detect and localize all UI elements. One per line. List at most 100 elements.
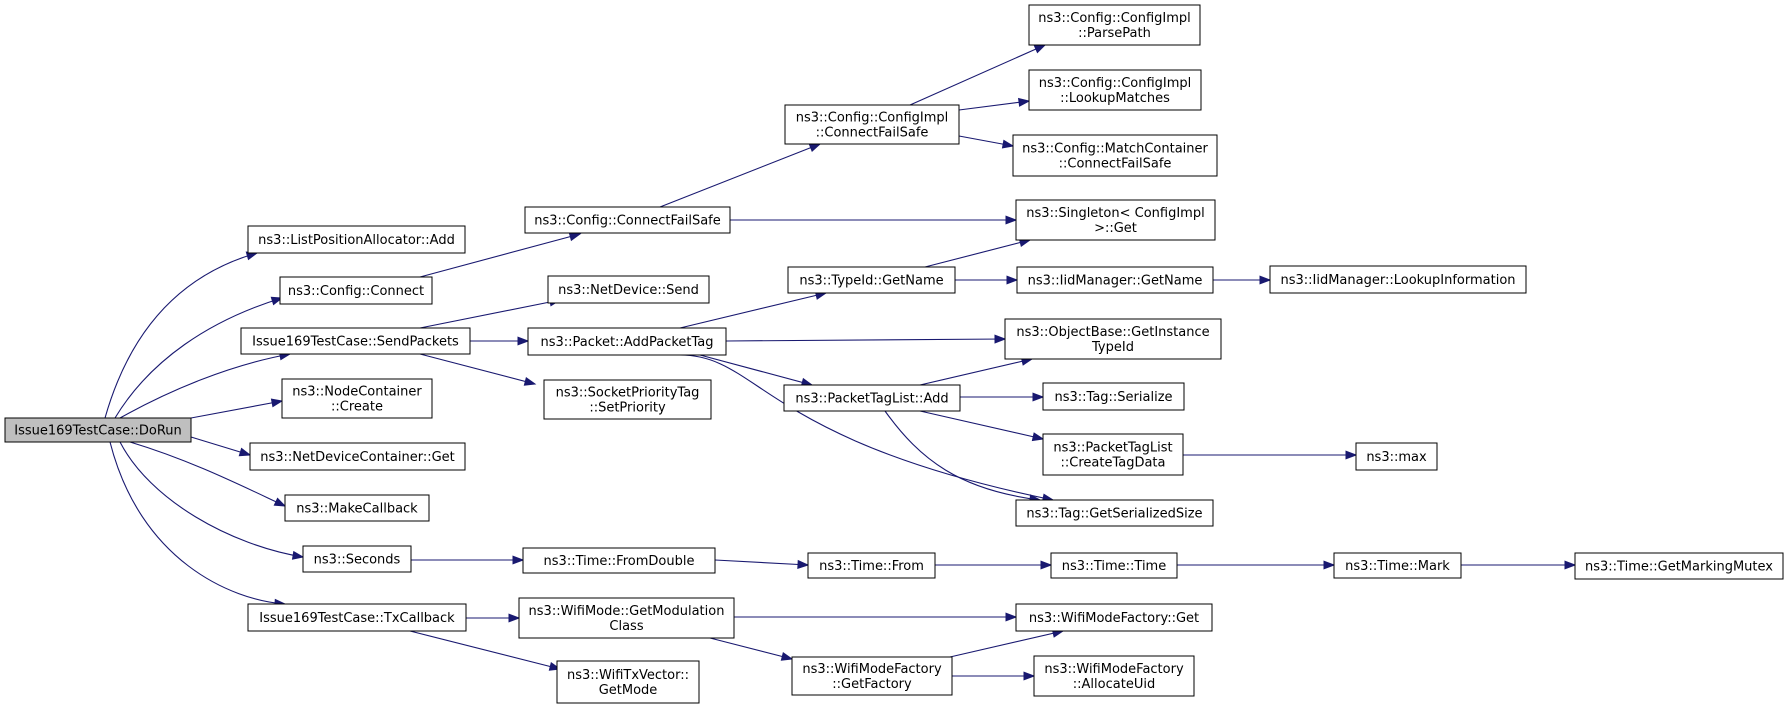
edge-n8-n14	[466, 613, 521, 623]
node-label: ns3::IidManager::LookupInformation	[1280, 273, 1515, 288]
node-box	[1015, 199, 1216, 241]
edge-n11-n18	[699, 354, 814, 387]
node-box	[1355, 442, 1438, 471]
node-n17[interactable]: ns3::TypeId::GetName	[787, 266, 956, 294]
edge-n0-n5	[190, 436, 252, 457]
node-n2[interactable]: ns3::Config::Connect	[279, 276, 433, 305]
node-label: ns3::Time::FromDouble	[544, 554, 695, 569]
node-label: ns3::Time::Mark	[1345, 559, 1450, 574]
node-n5[interactable]: ns3::NetDeviceContainer::Get	[249, 442, 466, 471]
node-n12[interactable]: ns3::SocketPriorityTag::SetPriority	[543, 379, 712, 420]
node-box	[1574, 552, 1784, 580]
node-n13[interactable]: ns3::Time::FromDouble	[522, 547, 716, 574]
node-n7[interactable]: ns3::Seconds	[302, 545, 412, 573]
node-n25[interactable]: ns3::IidManager::GetName	[1016, 266, 1214, 294]
node-label: ns3::Config::MatchContainer	[1022, 142, 1208, 157]
node-n4[interactable]: ns3::NodeContainer::Create	[281, 378, 433, 419]
node-label: Issue169TestCase::DoRun	[14, 424, 182, 439]
node-n24[interactable]: ns3::Singleton< ConfigImpl >::Get	[1015, 199, 1216, 241]
node-n28[interactable]: ns3::PacketTagList::CreateTagData	[1042, 433, 1184, 476]
node-box	[302, 545, 412, 573]
edge-n0-n4	[190, 398, 284, 419]
edge-n18-n26	[919, 356, 1034, 386]
node-box	[784, 104, 960, 145]
node-label: ::ParsePath	[1078, 26, 1151, 41]
node-box	[807, 552, 936, 579]
node-n36[interactable]: ns3::Time::GetMarkingMutex	[1574, 552, 1784, 580]
node-n18[interactable]: ns3::PacketTagList::Add	[783, 384, 961, 412]
node-n21[interactable]: ns3::Config::ConfigImpl::ParsePath	[1028, 4, 1201, 46]
node-label: ns3::NodeContainer	[292, 385, 422, 400]
node-n15[interactable]: ns3::WifiTxVector::GetMode	[556, 660, 700, 704]
node-label: ::ConnectFailSafe	[816, 126, 929, 141]
edge-n0-n3	[119, 351, 292, 419]
node-box	[1012, 134, 1218, 177]
node-label: Issue169TestCase::TxCallback	[259, 611, 455, 626]
node-label: ns3::Config::ConfigImpl	[1038, 11, 1191, 26]
edge-n14-n31	[734, 612, 1018, 622]
edge-n9-n24	[730, 215, 1018, 225]
node-n32[interactable]: ns3::WifiModeFactory::AllocateUid	[1033, 655, 1195, 697]
node-box	[1042, 382, 1185, 411]
node-label: ::Create	[331, 400, 383, 415]
call-edges	[104, 44, 1577, 681]
edge-n3-n10	[419, 297, 562, 329]
node-label: ns3::Config::Connect	[288, 284, 424, 299]
node-n23[interactable]: ns3::Config::MatchContainer::ConnectFail…	[1012, 134, 1218, 177]
node-n6[interactable]: ns3::MakeCallback	[284, 494, 430, 522]
node-label: ns3::Config::ConnectFailSafe	[534, 214, 721, 229]
node-n10[interactable]: ns3::NetDevice::Send	[547, 275, 710, 304]
edge-n20-n31	[949, 628, 1065, 658]
node-box	[249, 442, 466, 471]
node-n3[interactable]: Issue169TestCase::SendPackets	[240, 327, 471, 355]
edge-n18-n27	[960, 392, 1045, 402]
node-box	[787, 266, 956, 294]
node-n20[interactable]: ns3::WifiModeFactory::GetFactory	[791, 656, 953, 696]
call-nodes: Issue169TestCase::DoRun ns3::ListPosition…	[4, 4, 1784, 704]
node-n11[interactable]: ns3::Packet::AddPacketTag	[527, 327, 727, 356]
node-n35[interactable]: ns3::Time::Mark	[1333, 552, 1462, 579]
node-n31[interactable]: ns3::WifiModeFactory::Get	[1015, 603, 1213, 632]
node-box	[1269, 265, 1527, 294]
edge-n0-n7	[119, 441, 305, 560]
root-node[interactable]: Issue169TestCase::DoRun	[4, 417, 192, 443]
node-label: ns3::Singleton< ConfigImpl	[1026, 206, 1204, 221]
node-label: GetMode	[599, 683, 658, 698]
node-box	[1004, 318, 1222, 360]
edge-n16-n21	[909, 44, 1047, 106]
node-n29[interactable]: ns3::Tag::GetSerializedSize	[1015, 499, 1214, 527]
node-n30[interactable]: ns3::Time::Time	[1050, 552, 1178, 579]
edge-n0-n6	[129, 441, 287, 507]
node-box	[1033, 655, 1195, 697]
node-box	[4, 417, 192, 443]
node-label: ::ConnectFailSafe	[1059, 157, 1172, 172]
node-box	[547, 275, 710, 304]
edge-n20-n32	[952, 671, 1036, 681]
node-box	[524, 206, 731, 234]
node-n34[interactable]: ns3::max	[1355, 442, 1438, 471]
node-n8[interactable]: Issue169TestCase::TxCallback	[247, 603, 467, 632]
node-box	[518, 597, 735, 639]
edge-n16-n23	[958, 135, 1015, 149]
edge-n17-n24	[924, 238, 1032, 268]
node-n16[interactable]: ns3::Config::ConfigImpl::ConnectFailSafe	[784, 104, 960, 145]
node-n19[interactable]: ns3::Time::From	[807, 552, 936, 579]
edge-n14-n20	[709, 637, 794, 661]
edge-n3-n11	[470, 336, 530, 346]
node-n22[interactable]: ns3::Config::ConfigImpl::LookupMatches	[1028, 69, 1202, 111]
node-label: ns3::Packet::AddPacketTag	[540, 335, 713, 350]
node-label: ns3::Time::Time	[1062, 559, 1166, 574]
edge-n19-n30	[935, 560, 1053, 570]
node-n33[interactable]: ns3::IidManager::LookupInformation	[1269, 265, 1527, 294]
edge-n0-n1	[104, 251, 259, 419]
node-n27[interactable]: ns3::Tag::Serialize	[1042, 382, 1185, 411]
node-n1[interactable]: ns3::ListPositionAllocator::Add	[247, 225, 466, 254]
node-n9[interactable]: ns3::Config::ConnectFailSafe	[524, 206, 731, 234]
node-box	[522, 547, 716, 574]
node-label: TypeId	[1091, 340, 1134, 355]
edge-n7-n13	[411, 555, 525, 565]
node-box	[543, 379, 712, 420]
